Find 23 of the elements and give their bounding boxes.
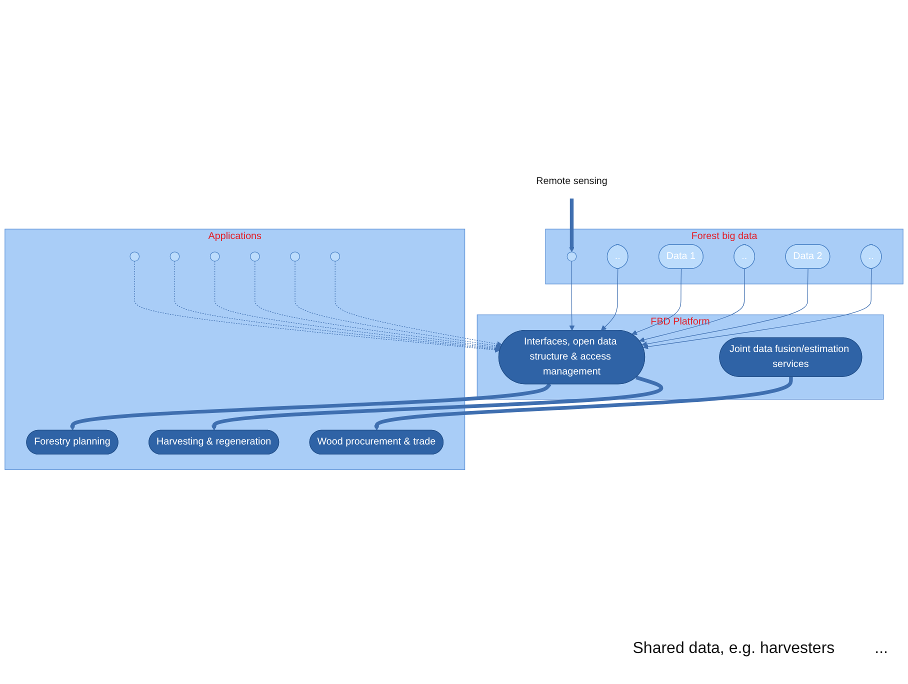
node-ellipse: [290, 251, 300, 262]
node-ellipse: [170, 251, 180, 262]
arrow: [642, 268, 808, 346]
arrow: [294, 260, 502, 348]
arrow: [642, 268, 872, 350]
arrow: [639, 268, 745, 342]
node-ellipse: [250, 251, 260, 262]
node-text: Remote sensing: [536, 176, 608, 186]
arrow: [374, 376, 793, 430]
node-ellipse: [330, 251, 340, 262]
arrow: [254, 260, 502, 350]
node-ellipse: [566, 251, 577, 262]
arrow: [632, 268, 682, 335]
arrow: [211, 375, 662, 430]
note-label: Shared data, e.g. harvesters: [632, 640, 835, 659]
arrow: [334, 260, 502, 346]
arrow: [569, 198, 574, 252]
node-ellipse: [130, 251, 140, 262]
node-ellipse: [210, 251, 220, 262]
arrow: [569, 260, 575, 330]
arrow: [70, 382, 552, 430]
note-label: ...: [874, 640, 888, 659]
arrow: [600, 268, 618, 330]
